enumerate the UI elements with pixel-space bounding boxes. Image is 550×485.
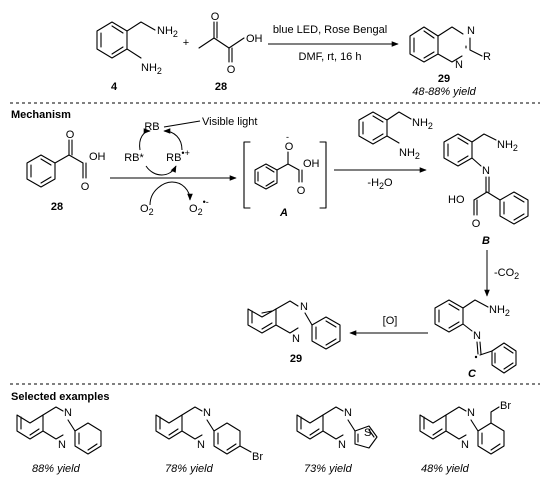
example-2: N N Br 78% yield [155,406,263,475]
svg-text:N: N [292,333,300,345]
conditions-bottom: DMF, rt, 16 h [299,51,362,63]
yield-range: 48-88% yield [412,86,476,98]
svg-text:NH2: NH2 [412,117,433,131]
conditions-top: blue LED, Rose Bengal [273,24,387,36]
n1-label: N [455,59,463,71]
set-arc [145,165,177,176]
amine-label: NH2 [157,25,178,39]
svg-text:O: O [66,129,75,141]
example-3-yield: 73% yield [304,463,353,475]
svg-text:N: N [467,407,475,419]
svg-text:N: N [197,439,205,451]
superoxide-label: O2•- [189,197,209,217]
intermediate-b: NH2 N O HO B [443,133,529,247]
example-4-bromo: Br [500,400,511,412]
r-group-label: R [483,51,491,63]
svg-text:OH: OH [303,158,320,170]
mech-28-label: 28 [51,201,63,213]
svg-text:N: N [58,439,66,451]
hydroxyl-label: OH [246,33,263,45]
svg-text:NH2: NH2 [399,147,420,161]
diamine-reagent: NH2 NH2 [358,111,433,161]
reagent-4: NH2 NH2 4 [96,21,178,93]
svg-text:N: N [203,407,211,419]
svg-text:HO: HO [448,194,465,206]
svg-text:O: O [81,181,90,193]
intermediate-b-label: B [482,235,490,247]
svg-text:-: - [286,132,289,142]
oxidation-label: [O] [383,315,398,327]
keto-oxygen: O [211,11,220,23]
svg-text:O: O [285,141,294,153]
acid-oxygen: O [227,64,236,76]
svg-text:N: N [300,301,308,313]
mechanism-heading: Mechanism [11,109,71,121]
intermediate-c: NH2 N C [434,299,517,380]
svg-text:O: O [472,218,481,230]
excitation-arc [139,128,151,151]
svg-text:N: N [461,439,469,451]
intermediate-c-label: C [468,368,477,380]
oxygen-label: O2 [140,203,154,217]
intermediate-a: O - O OH A [243,132,327,219]
compound-29-label: 29 [438,73,450,85]
examples-heading: Selected examples [11,391,109,403]
svg-text:N: N [482,165,490,177]
mechanism-product-29: N N 29 [247,300,341,365]
minus-water: -H2O [367,177,393,191]
example-3-thiophene-s: S [364,427,371,439]
aniline-label: NH2 [141,62,162,76]
example-4: N N Br 48% yield [419,400,511,475]
example-2-bromo: Br [252,451,263,463]
minus-co2: -CO2 [494,267,519,281]
n3-label: N [467,25,475,37]
example-1-yield: 88% yield [32,463,81,475]
svg-text:O: O [297,185,306,197]
mechanism-start-28: O O OH 28 [26,129,106,213]
oxygen-reduction-arc [149,181,193,206]
svg-text:N: N [64,407,72,419]
regeneration-arc [163,128,183,151]
example-4-yield: 48% yield [421,463,470,475]
rb-excited-label: RB* [124,152,144,164]
svg-text:OH: OH [89,151,106,163]
mech-29-label: 29 [290,353,302,365]
light-pointer [163,120,201,128]
compound-4-label: 4 [111,81,118,93]
intermediate-a-label: A [279,207,288,219]
product-29: N N R 29 48-88% yield [409,25,491,98]
svg-text:N: N [338,439,346,451]
svg-text:N: N [344,407,352,419]
example-2-yield: 78% yield [165,463,214,475]
svg-text:NH2: NH2 [489,304,510,318]
example-3: N N S 73% yield [296,406,378,475]
photocatalytic-cycle: RB RB* RB•+ Visible light O2 O2•- [110,116,257,217]
rb-radical-label: RB•+ [166,148,190,164]
reagent-28: O O OH 28 [198,11,263,93]
visible-light-label: Visible light [202,116,257,128]
example-1: N N 88% yield [16,406,102,475]
compound-28-label: 28 [215,81,227,93]
svg-text:N: N [473,330,481,342]
svg-text:NH2: NH2 [497,139,518,153]
plus-sign: + [183,37,189,49]
